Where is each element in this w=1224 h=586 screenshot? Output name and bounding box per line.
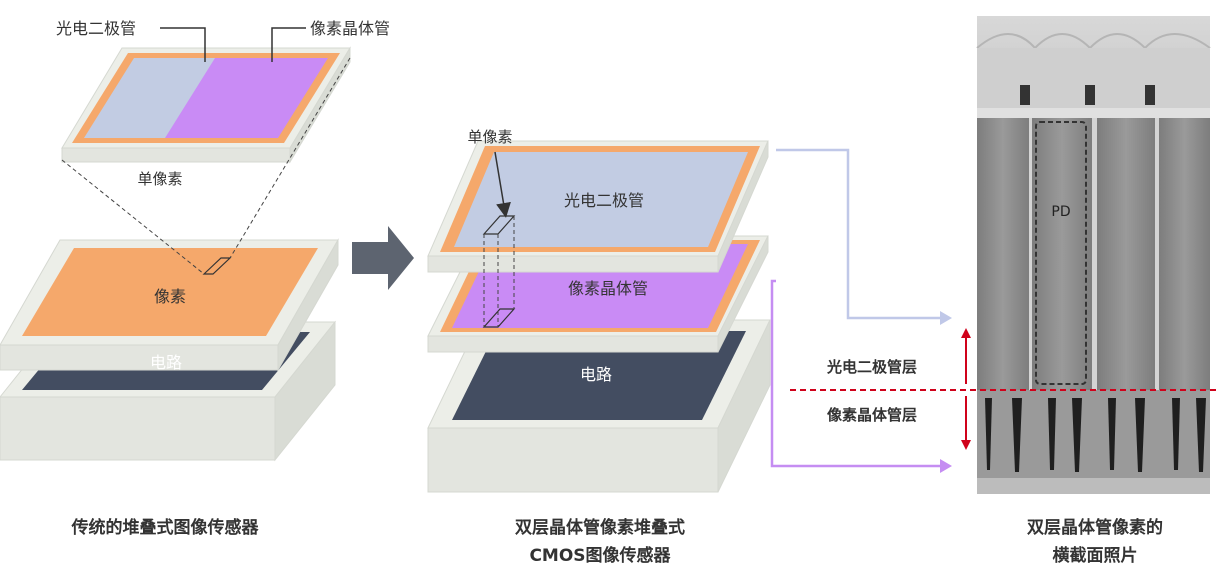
middle-circuit-layer-label: 电路 — [580, 365, 612, 384]
left-pixel-block — [0, 238, 339, 372]
middle-photodiode-layer-label: 光电二极管 — [564, 191, 644, 210]
transistor-connector-arrow — [770, 279, 942, 468]
left-caption: 传统的堆叠式图像传感器 — [0, 514, 330, 542]
left-pixel-surface — [22, 248, 318, 336]
pd-region-outline — [1035, 121, 1087, 385]
middle-transistor-layer-label: 像素晶体管 — [568, 279, 648, 298]
middle-caption-line2: CMOS图像传感器 — [529, 546, 671, 566]
cross-section-caption-line1: 双层晶体管像素的 — [1027, 518, 1163, 538]
left-callout-photodiode: 光电二极管 — [56, 19, 136, 38]
middle-photodiode-surface — [454, 152, 748, 247]
cross-section-caption-line2: 横截面照片 — [1052, 546, 1138, 566]
left-transistor-area — [165, 58, 328, 138]
middle-single-pixel-callout: 单像素 — [467, 128, 512, 146]
middle-caption-line1: 双层晶体管像素堆叠式 — [515, 518, 685, 538]
left-callout-transistor: 像素晶体管 — [310, 19, 390, 38]
left-caption-text: 传统的堆叠式图像传感器 — [71, 518, 259, 538]
up-red-arrow — [961, 328, 971, 338]
pd-label: PD — [1051, 204, 1070, 220]
cross-section-photo — [976, 16, 1211, 494]
middle-circuit-surface — [452, 331, 746, 420]
left-magnified-pixel — [61, 46, 351, 164]
transistor-layer-label: 像素晶体管层 — [827, 406, 917, 424]
middle-caption: 双层晶体管像素堆叠式 CMOS图像传感器 — [460, 514, 740, 570]
down-red-arrow — [961, 440, 971, 450]
photodiode-connector-arrow — [776, 148, 942, 320]
middle-photodiode-layer — [427, 140, 769, 273]
left-single-pixel-label: 单像素 — [137, 170, 182, 188]
left-circuit-layer-label: 电路 — [150, 353, 182, 372]
cross-section-caption: 双层晶体管像素的 横截面照片 — [985, 514, 1205, 570]
transition-arrow — [352, 226, 414, 290]
left-pixel-layer-label: 像素 — [154, 287, 186, 306]
photodiode-layer-label: 光电二极管层 — [826, 358, 917, 376]
